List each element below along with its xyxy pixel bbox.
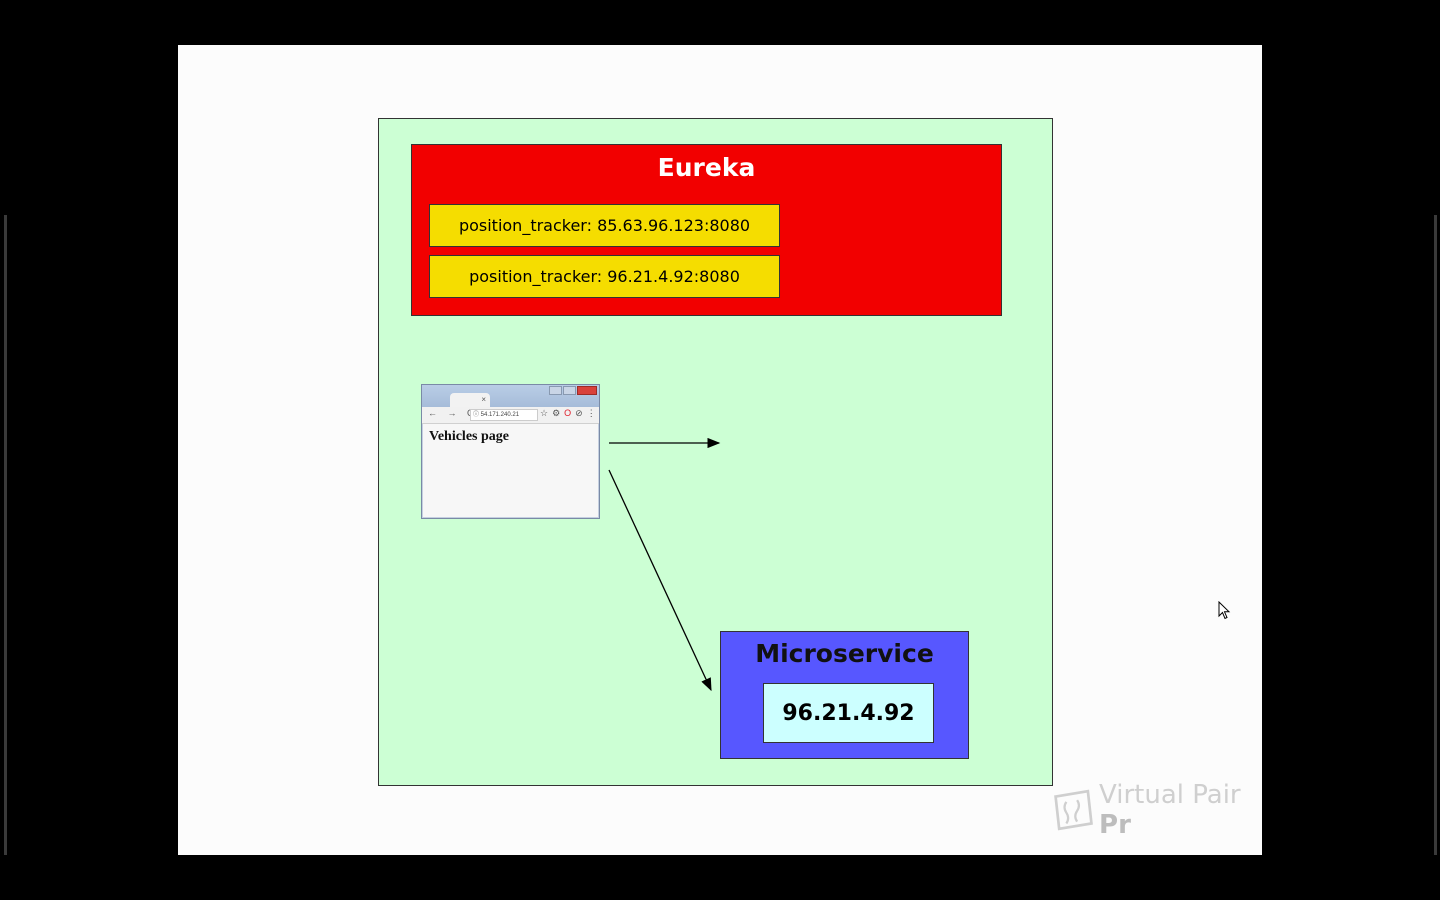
extension-icon: ⚙ bbox=[552, 408, 565, 418]
screen-edge-right bbox=[1434, 215, 1437, 855]
microservice-box: Microservice 96.21.4.92 bbox=[720, 631, 969, 759]
microservice-title: Microservice bbox=[755, 639, 934, 668]
watermark-logo-icon bbox=[1054, 789, 1093, 831]
browser-toolbar: ← → C ⓘ 54.171.240.21 ☆⚙O⊘⋮ bbox=[422, 407, 599, 424]
slide: Eureka position_tracker: 85.63.96.123:80… bbox=[178, 45, 1262, 855]
diagram-canvas: Eureka position_tracker: 85.63.96.123:80… bbox=[378, 118, 1053, 786]
window-controls bbox=[549, 386, 597, 395]
connector-arrows bbox=[608, 437, 721, 692]
vehicles-page-heading: Vehicles page bbox=[429, 429, 509, 444]
screen-edge-left bbox=[4, 215, 7, 855]
browser-window: × ← → C ⓘ 54.171.240.21 ☆⚙O⊘⋮ Vehicles p… bbox=[421, 384, 600, 519]
eureka-title: Eureka bbox=[657, 153, 756, 182]
microservice-ip: 96.21.4.92 bbox=[763, 683, 934, 743]
nav-arrows-icon: ← → C bbox=[428, 408, 478, 418]
watermark: Virtual Pair Pr bbox=[1052, 780, 1262, 840]
menu-icon: ⋮ bbox=[586, 408, 600, 418]
arrow-to-microservice bbox=[608, 469, 712, 692]
browser-titlebar: × bbox=[422, 385, 599, 407]
eureka-server-box: Eureka position_tracker: 85.63.96.123:80… bbox=[411, 144, 1002, 316]
star-icon: ☆ bbox=[540, 408, 553, 418]
minimize-icon bbox=[549, 386, 562, 395]
block-icon: ⊘ bbox=[575, 408, 587, 418]
toolbar-icons: ☆⚙O⊘⋮ bbox=[540, 408, 600, 419]
opera-icon: O bbox=[564, 408, 576, 418]
tab-close-icon: × bbox=[481, 395, 486, 404]
registry-entry-1: position_tracker: 85.63.96.123:8080 bbox=[429, 204, 780, 247]
mouse-cursor-icon bbox=[1218, 601, 1231, 620]
watermark-text: Virtual Pair Pr bbox=[1099, 780, 1241, 840]
close-icon bbox=[577, 386, 597, 395]
address-bar: ⓘ 54.171.240.21 bbox=[470, 409, 538, 421]
maximize-icon bbox=[563, 386, 576, 395]
browser-tab: × bbox=[450, 393, 490, 407]
registry-entry-2: position_tracker: 96.21.4.92:8080 bbox=[429, 255, 780, 298]
